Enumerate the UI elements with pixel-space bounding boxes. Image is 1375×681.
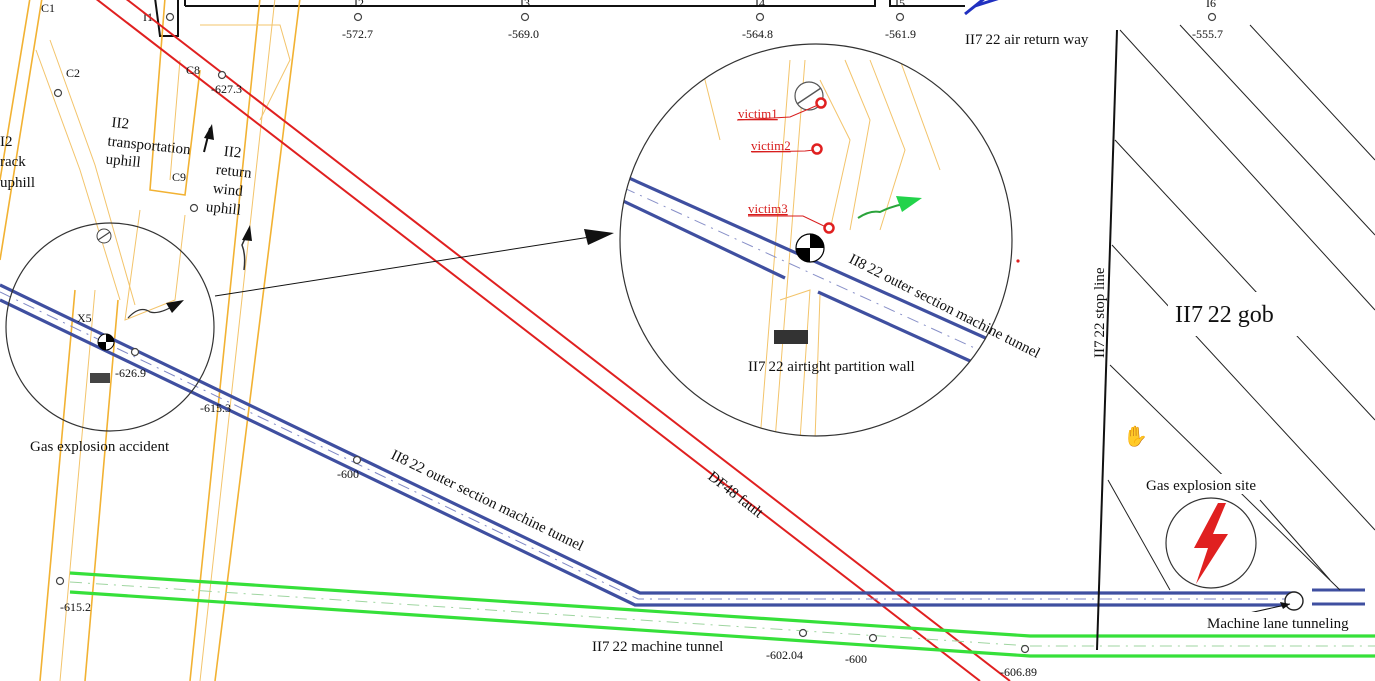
accident-label: Gas explosion accident [30,439,170,455]
green-machine-tunnel [69,571,1375,658]
top-survey-points: I1 I2 I3 I4 I5 I6 -572.7 -569.0 -564.8 -… [143,0,1223,41]
track-label-1: I2 [0,134,13,150]
track-label-2: rack [0,154,26,170]
point-label-i3: I3 [520,0,530,10]
survey-point-615 [55,576,65,586]
elev-555-7: -555.7 [1192,27,1223,41]
elev-600-b: -600 [845,652,867,666]
survey-point-i1 [165,12,175,22]
elev-606-89: -606.89 [1000,665,1037,679]
stop-line [1096,29,1118,651]
zoom-arrow [584,229,614,245]
survey-point-602 [798,628,808,638]
return-label-2: return [215,162,253,182]
df48-fault [95,0,1011,681]
victim2-marker [811,143,823,155]
stop-line-label: II7 22 stop line [1092,267,1108,358]
transport-arrow-icon [204,124,214,140]
tunneling-face [1284,591,1304,611]
fault-label: DF48 fault [705,469,767,522]
point-label-c9: C9 [172,170,186,184]
track-label-3: uphill [0,175,35,191]
uphill-roadways [0,0,301,681]
survey-point-c2 [53,88,63,98]
return-label-3: wind [212,181,244,200]
elev-615-2: -615.2 [60,600,91,614]
elev-602-04: -602.04 [766,648,803,662]
return-label-4: uphill [205,199,241,219]
elev-626-9: -626.9 [115,366,146,380]
gas-site-label: Gas explosion site [1146,478,1256,494]
victim3-label: victim3 [748,201,788,216]
survey-point-i6 [1207,12,1217,22]
survey-point-i2 [353,12,363,22]
survey-point-c9 [189,203,199,213]
point-label-c1: C1 [41,1,55,15]
zoom-circle: victim1 victim2 victim3 II8 22 outer sec… [619,43,1042,437]
machine-lane-label: Machine lane tunneling [1207,616,1349,632]
gob-label: II7 22 gob [1175,302,1274,328]
elev-600-a: -600 [337,467,359,481]
air-return-way [154,0,999,37]
survey-point-i5 [895,12,905,22]
survey-point-c8 [217,70,227,80]
transport-label-3: uphill [105,152,141,172]
survey-point-600b [868,633,878,643]
partition-wall-icon [774,330,808,344]
point-label-c8: C8 [186,63,200,77]
airflow-arrow-icon [896,196,922,212]
point-label-i5: I5 [895,0,905,10]
return-label-1: II2 [223,144,242,162]
point-label-i2: I2 [354,0,364,10]
elev-564-8: -564.8 [742,27,773,41]
survey-point-626 [130,347,140,357]
victim2-label: victim2 [751,138,791,153]
accident-circle [5,222,215,432]
elev-572-7: -572.7 [342,27,373,41]
partition-wall-label: II7 22 airtight partition wall [748,359,915,375]
air-return-way-label: II7 22 air return way [965,32,1089,48]
transport-label-1: II2 [111,115,130,133]
survey-point-i3 [520,12,530,22]
point-label-x5: X5 [77,311,92,325]
point-label-i4: I4 [755,0,765,10]
elev-627-3: -627.3 [211,82,242,96]
victim3-marker [823,222,835,234]
lightning-icon [1194,503,1228,584]
elev-561-9: -561.9 [885,27,916,41]
survey-point-i4 [755,12,765,22]
return-arrow-icon [242,225,252,241]
survey-point-600 [352,455,362,465]
elev-615-3: -615.3 [200,401,231,415]
survey-point-606 [1020,644,1030,654]
victim1-marker [815,97,827,109]
victim1-label: victim1 [738,106,778,121]
hand-icon: ✋ [1123,424,1148,448]
point-label-i6: I6 [1206,0,1216,10]
green-tunnel-label: II7 22 machine tunnel [592,639,723,655]
outer-section-tunnel [0,283,1365,607]
gas-explosion-site: Gas explosion site [1140,474,1280,589]
point-label-c2: C2 [66,66,80,80]
elev-569-0: -569.0 [508,27,539,41]
